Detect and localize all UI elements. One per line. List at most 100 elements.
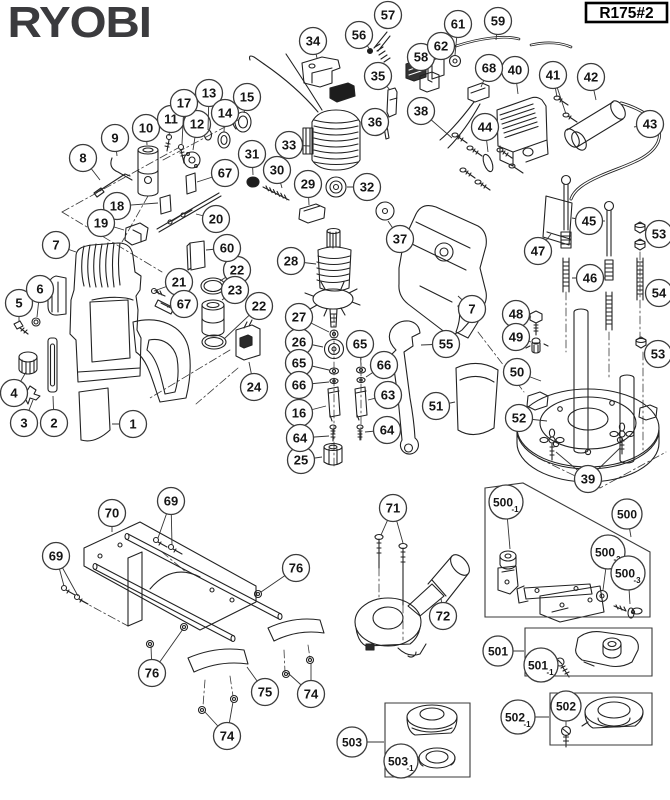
nut-icon [253, 589, 263, 599]
svg-text:19: 19 [94, 216, 108, 231]
svg-text:71: 71 [386, 501, 400, 516]
wing-knob-icon [539, 428, 565, 461]
svg-text:34: 34 [306, 34, 321, 49]
callout-50: 50 [502, 357, 542, 387]
svg-text:62: 62 [434, 39, 448, 54]
svg-text:48: 48 [509, 307, 523, 322]
svg-text:26: 26 [292, 335, 306, 350]
svg-text:500: 500 [617, 507, 637, 521]
svg-text:69: 69 [49, 549, 63, 564]
svg-text:40: 40 [508, 63, 522, 78]
svg-text:42: 42 [584, 70, 598, 85]
box-assembly-502 [549, 692, 653, 746]
svg-text:502: 502 [505, 710, 525, 724]
svg-text:503: 503 [342, 735, 362, 749]
part-guide-503-drawing [406, 704, 458, 769]
svg-text:21: 21 [172, 275, 186, 290]
callout-34: 34 [298, 26, 328, 59]
svg-text:55: 55 [439, 337, 453, 352]
svg-text:63: 63 [381, 388, 395, 403]
svg-text:14: 14 [218, 106, 233, 121]
callout-76: 76 [137, 628, 184, 688]
svg-text:503: 503 [388, 754, 408, 768]
svg-text:28: 28 [284, 254, 298, 269]
svg-text:50: 50 [510, 365, 524, 380]
wing-knob-icon [609, 422, 635, 455]
callout-74: 74 [287, 663, 326, 709]
svg-text:20: 20 [209, 212, 223, 227]
callout-43: 43 [633, 109, 665, 139]
svg-text:4: 4 [10, 386, 18, 401]
callout-7: 7 [41, 230, 77, 260]
callout-31: 31 [237, 139, 267, 176]
callout-40: 40 [500, 55, 530, 95]
svg-text:17: 17 [177, 96, 191, 111]
svg-text:66: 66 [377, 358, 391, 373]
callout-66: 66 [284, 370, 330, 400]
callout-8: 8 [68, 143, 101, 181]
svg-text:60: 60 [220, 241, 234, 256]
svg-text:30: 30 [270, 163, 284, 178]
callout-16: 16 [284, 398, 327, 428]
svg-text:-3: -3 [633, 576, 641, 585]
svg-text:52: 52 [512, 411, 526, 426]
svg-text:502: 502 [556, 699, 576, 713]
part-subbase-501-drawing [555, 631, 639, 678]
svg-text:53: 53 [651, 347, 665, 362]
part-dust-spout-drawing [354, 533, 470, 658]
callout-61: 61 [443, 9, 473, 56]
callout-71: 71 [378, 493, 408, 544]
callout-37: 37 [385, 220, 415, 254]
callout-6: 6 [25, 274, 55, 318]
part-guide-502-drawing [560, 696, 644, 748]
svg-text:500: 500 [493, 495, 513, 509]
svg-text:12: 12 [190, 117, 204, 132]
svg-text:3: 3 [20, 416, 27, 431]
svg-text:66: 66 [292, 378, 306, 393]
svg-text:-1: -1 [406, 764, 414, 773]
svg-text:56: 56 [352, 28, 366, 43]
svg-text:11: 11 [164, 112, 178, 127]
svg-text:1: 1 [129, 417, 136, 432]
callout-64: 64 [364, 415, 402, 445]
nut-icon [305, 655, 315, 665]
svg-text:46: 46 [583, 271, 597, 286]
svg-text:29: 29 [301, 177, 315, 192]
svg-text:2: 2 [50, 416, 57, 431]
callout-503: 503 [336, 726, 384, 758]
box-assembly-503 [384, 702, 471, 778]
callout-500-3: 500-3 [610, 555, 646, 605]
svg-text:75: 75 [258, 685, 272, 700]
svg-text:36: 36 [368, 115, 382, 130]
callout-63: 63 [367, 380, 403, 410]
part-wrench-drawing [388, 320, 421, 455]
callout-47: 47 [523, 233, 553, 266]
callout-51: 51 [421, 391, 456, 421]
callout-59: 59 [483, 6, 513, 41]
callout-70: 70 [97, 498, 127, 532]
callout-57: 57 [373, 0, 403, 30]
model-number-box: R175#2 [584, 1, 669, 24]
model-number: R175#2 [599, 5, 653, 22]
svg-text:33: 33 [282, 138, 296, 153]
callout-29: 29 [293, 169, 323, 206]
callout-20: 20 [195, 204, 231, 234]
callout-65: 65 [284, 348, 330, 378]
svg-text:10: 10 [139, 121, 153, 136]
callout-27: 27 [284, 302, 330, 333]
callout-69: 69 [156, 486, 186, 546]
svg-text:76: 76 [145, 666, 159, 681]
svg-text:-1: -1 [523, 720, 531, 729]
svg-text:24: 24 [247, 380, 262, 395]
callout-1: 1 [112, 409, 148, 439]
svg-text:7: 7 [52, 238, 59, 253]
callout-32: 32 [347, 172, 382, 202]
svg-text:69: 69 [164, 494, 178, 509]
svg-text:65: 65 [292, 356, 306, 371]
callout-45: 45 [571, 206, 605, 236]
svg-text:74: 74 [220, 729, 235, 744]
svg-text:7: 7 [468, 302, 475, 317]
svg-text:501: 501 [528, 658, 548, 672]
brand-logo: RYOBI [8, 0, 151, 47]
